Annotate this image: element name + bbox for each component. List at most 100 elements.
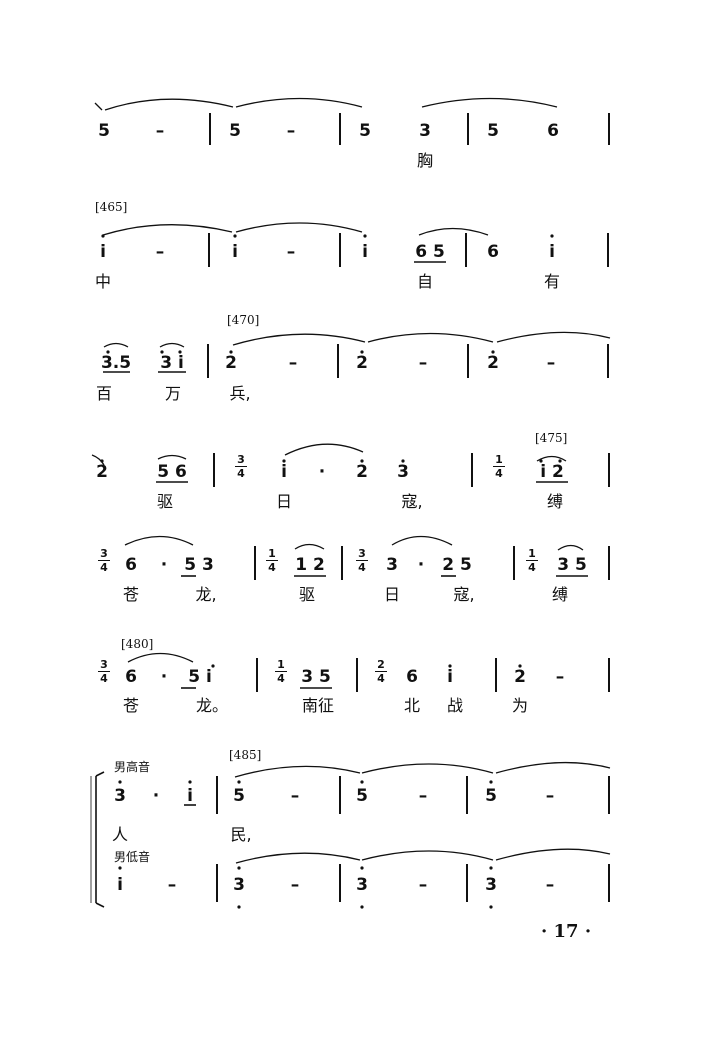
note: – [545, 786, 555, 806]
barline [466, 776, 468, 814]
note: 5 [487, 121, 499, 141]
octave-dot [237, 780, 241, 784]
octave-dot [550, 234, 554, 238]
lyric: 驱 [156, 492, 174, 511]
lyric: 胸 [416, 151, 434, 170]
note: 5 3 [184, 555, 214, 575]
barline [339, 864, 341, 902]
barline [208, 233, 210, 267]
note: 5 [485, 786, 497, 806]
note: 6 [487, 242, 499, 262]
system-bracket [95, 771, 105, 777]
octave-dot [491, 350, 495, 354]
time-signature: 3 4 [98, 548, 110, 573]
note: 1 2 [295, 555, 325, 575]
measure-marker: [465] [95, 200, 128, 214]
voice-label-tenor: 男高音 [114, 760, 151, 774]
note: – [167, 875, 177, 895]
slur [367, 332, 494, 343]
slur [94, 102, 103, 111]
barline [337, 344, 339, 378]
note: 3 [485, 875, 497, 895]
slur [284, 443, 364, 456]
note: – [286, 121, 296, 141]
barline [213, 453, 215, 487]
note: 5 i [188, 667, 212, 687]
barline [607, 344, 609, 378]
lyric: 人 [111, 825, 129, 844]
note: 5 [233, 786, 245, 806]
note: i [187, 786, 193, 806]
slur [127, 652, 194, 663]
slur [235, 222, 363, 233]
octave-dot [360, 780, 364, 784]
lyric: 苍 [122, 696, 140, 715]
note: · [417, 555, 425, 575]
octave-dot [237, 866, 241, 870]
time-signature: 3 4 [98, 659, 110, 684]
lyric: 中 [94, 272, 112, 291]
note: – [155, 121, 165, 141]
lyric: 万 [164, 384, 182, 403]
lyric: 南征 [301, 696, 335, 715]
note: 6 [125, 555, 137, 575]
octave-dot [282, 459, 286, 463]
note: 6 [406, 667, 418, 687]
note: i [281, 462, 287, 482]
note: – [546, 353, 556, 373]
octave-dot [178, 350, 182, 354]
slur [104, 98, 234, 111]
note: 5 [356, 786, 368, 806]
note: 3 5 [557, 555, 587, 575]
note: 2 [225, 353, 237, 373]
barline [339, 233, 341, 267]
note: 5 6 [157, 462, 187, 482]
time-signature: 3 4 [235, 454, 247, 479]
note: 3 [114, 786, 126, 806]
slur [232, 333, 366, 346]
barline [207, 344, 209, 378]
lyric: 有 [543, 272, 561, 291]
note: 3 [397, 462, 409, 482]
barline [608, 658, 610, 692]
slur [495, 848, 611, 861]
slur [496, 331, 611, 343]
note: – [286, 242, 296, 262]
note: 3 [233, 875, 245, 895]
lyric: 百 [95, 384, 113, 403]
barline [209, 113, 211, 145]
barline [495, 658, 497, 692]
slur [159, 342, 185, 348]
barline [216, 864, 218, 902]
octave-dot [539, 459, 543, 463]
page-number: · 17 · [541, 921, 592, 942]
time-signature: 3 4 [356, 548, 368, 573]
slur [157, 454, 187, 460]
lyric: 龙。 [195, 696, 229, 715]
note: · [160, 667, 168, 687]
barline [471, 453, 473, 487]
barline [607, 233, 609, 267]
slur [391, 535, 453, 546]
note: 5 [98, 121, 110, 141]
note: 2 [356, 462, 368, 482]
slur [418, 227, 489, 236]
octave-dot [518, 664, 522, 668]
octave-dot [100, 459, 104, 463]
note: 3 [419, 121, 431, 141]
slur [234, 765, 361, 778]
octave-dot [363, 234, 367, 238]
octave-dot [448, 664, 452, 668]
time-signature: 2 4 [375, 659, 387, 684]
note: 2 [487, 353, 499, 373]
octave-dot [360, 905, 364, 909]
slur [557, 544, 584, 551]
lyric: 缚 [546, 492, 564, 511]
barline [254, 546, 256, 580]
note: i [232, 242, 238, 262]
octave-dot [237, 905, 241, 909]
measure-marker: [480] [121, 637, 154, 651]
octave-dot [489, 866, 493, 870]
